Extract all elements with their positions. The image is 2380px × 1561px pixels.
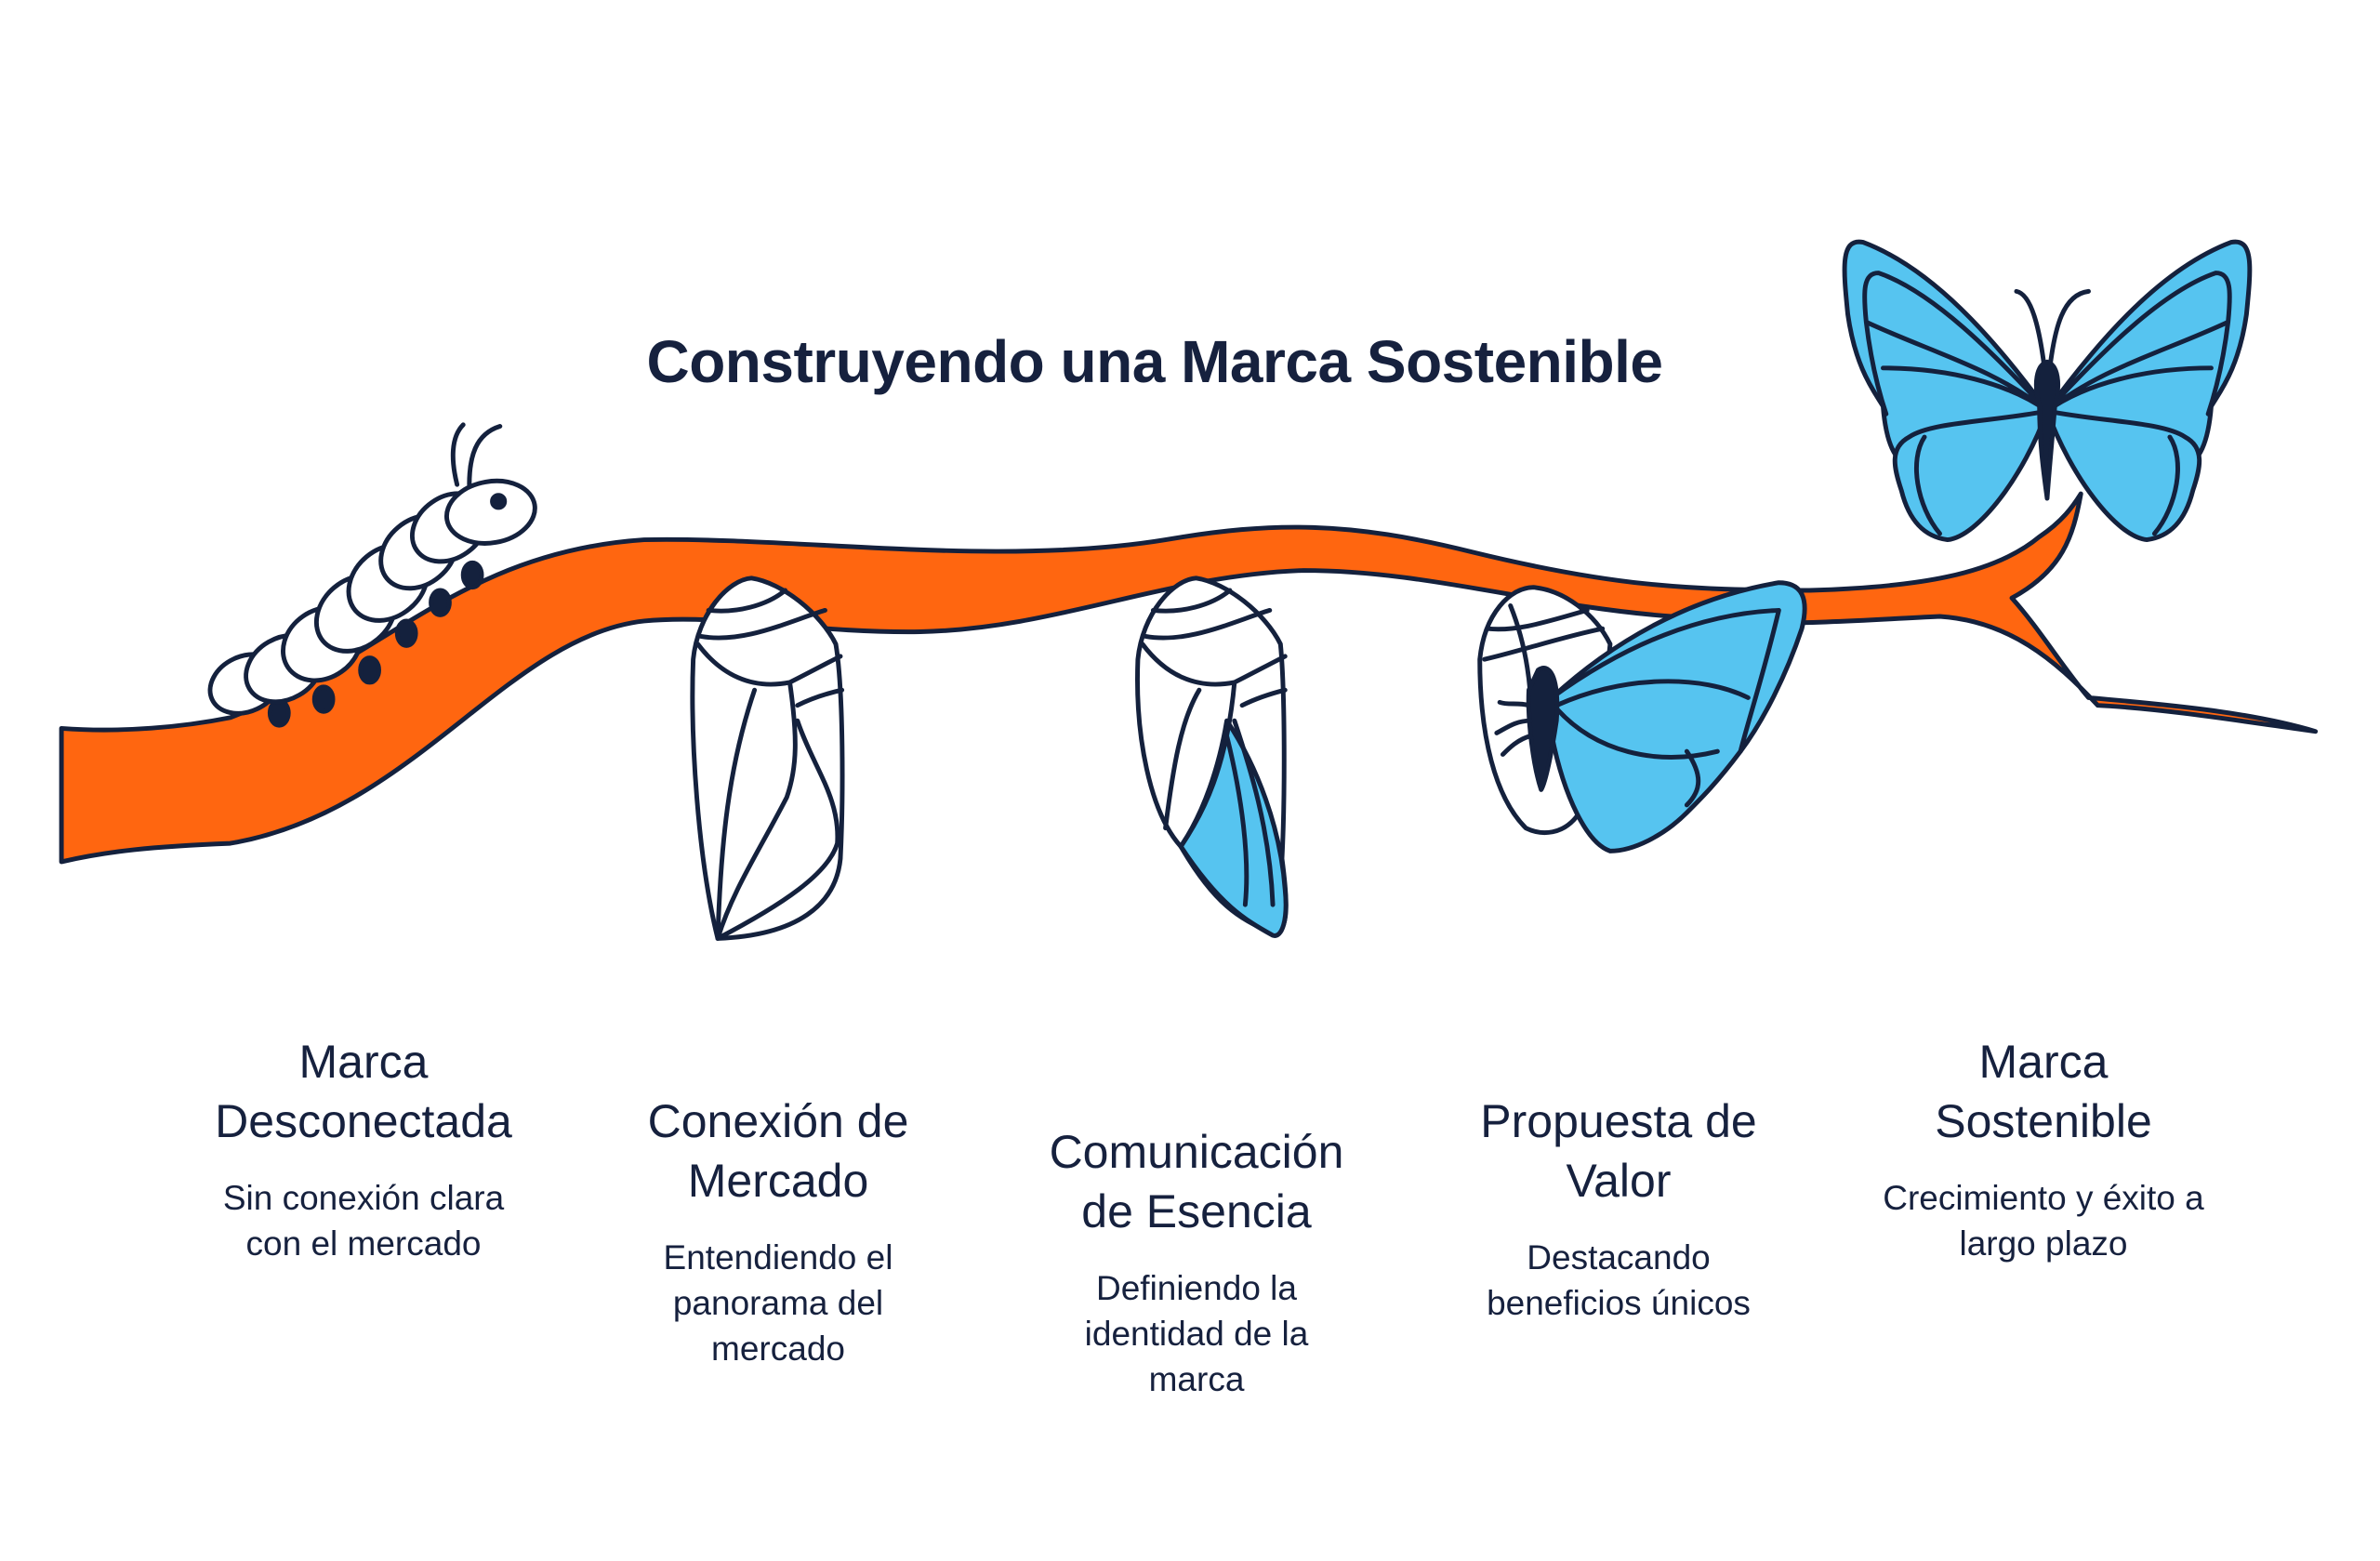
stage-conexion-de-mercado: Conexión de Mercado Entendiendo el panor… [574, 1091, 983, 1371]
stage-heading: Marca Sostenible [1935, 1036, 2152, 1147]
stage-heading: Marca Desconectada [215, 1036, 512, 1147]
stage-marca-desconectada: Marca Desconectada Sin conexión clara co… [159, 1032, 568, 1266]
stage-description: Crecimiento y éxito a largo plazo [1883, 1179, 2204, 1263]
stage-marca-sostenible: Marca Sostenible Crecimiento y éxito a l… [1839, 1032, 2248, 1266]
butterfly-icon [1842, 239, 2253, 543]
stage-description: Destacando beneficios únicos [1487, 1238, 1751, 1322]
stage-propuesta-de-valor: Propuesta de Valor Destacando beneficios… [1414, 1091, 1823, 1326]
stage-comunicacion-de-esencia: Comunicación de Esencia Definiendo la id… [992, 1122, 1401, 1402]
branch [59, 491, 2319, 865]
chrysalis-forming-icon [1135, 575, 1289, 938]
emerging-butterfly-icon [1477, 580, 1807, 853]
stage-description: Entendiendo el panorama del mercado [663, 1238, 893, 1368]
chrysalis-icon [690, 575, 845, 941]
page-title: Construyendo una Marca Sostenible [646, 328, 1663, 395]
stage-heading: Comunicación de Esencia [1049, 1126, 1344, 1237]
caterpillar-icon [207, 422, 537, 728]
stage-heading: Conexión de Mercado [647, 1095, 909, 1207]
stage-description: Sin conexión clara con el mercado [222, 1179, 505, 1263]
stage-heading: Propuesta de Valor [1480, 1095, 1757, 1207]
stage-description: Definiendo la identidad de la marca [1084, 1269, 1309, 1398]
